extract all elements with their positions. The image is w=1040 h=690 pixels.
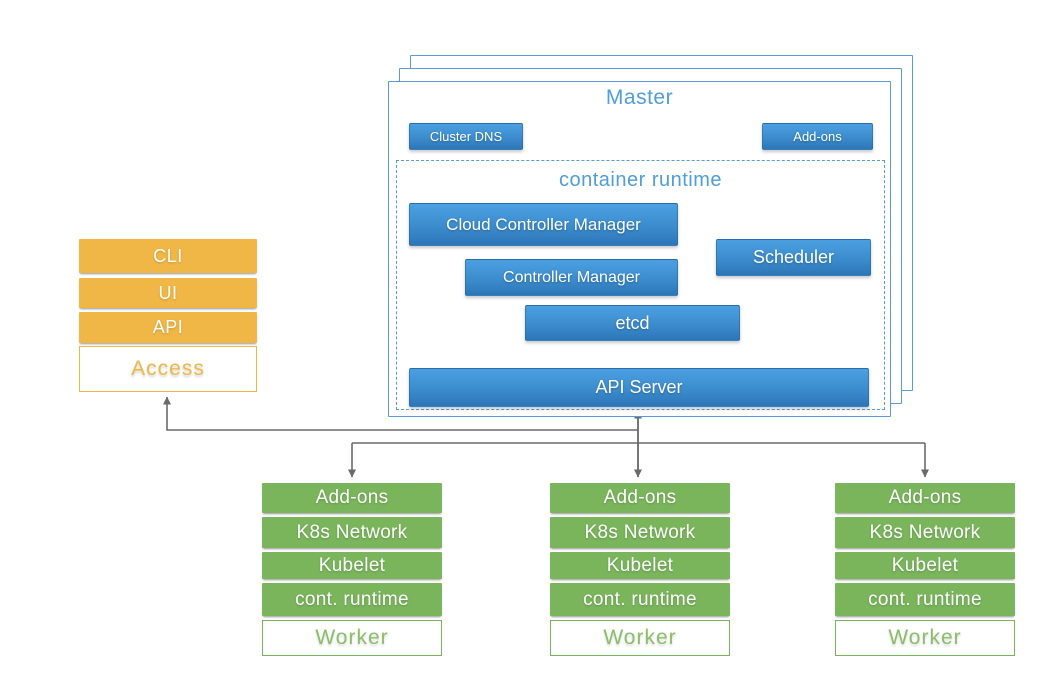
master-addons-box: Add-ons — [762, 123, 873, 150]
worker1-label: Worker — [315, 626, 389, 649]
ui-label: UI — [158, 282, 178, 303]
scheduler-box: Scheduler — [716, 239, 871, 276]
ui-box: UI — [79, 278, 257, 308]
master-addons-label: Add-ons — [793, 129, 842, 144]
worker3-kubelet-label: Kubelet — [891, 554, 959, 576]
worker1-row-cont-runtime: cont. runtime — [262, 583, 442, 616]
access-label: Access — [131, 357, 205, 380]
api-server-label: API Server — [595, 377, 683, 397]
worker2-kubelet-label: Kubelet — [606, 554, 674, 576]
cloud-controller-manager-label: Cloud Controller Manager — [446, 214, 641, 234]
worker3-row-kubelet: Kubelet — [835, 552, 1015, 579]
etcd-box: etcd — [525, 305, 740, 341]
worker2-cont-runtime-label: cont. runtime — [583, 588, 697, 610]
cli-label: CLI — [153, 245, 183, 266]
worker1-row-k8s-network: K8s Network — [262, 517, 442, 548]
worker2-row-k8s-network: K8s Network — [550, 517, 730, 548]
worker2-row-addons: Add-ons — [550, 483, 730, 513]
worker3-addons-label: Add-ons — [888, 487, 962, 508]
worker2-label-box: Worker — [550, 620, 730, 656]
worker1-kubelet-label: Kubelet — [318, 554, 386, 576]
cli-box: CLI — [79, 239, 257, 273]
worker2-label: Worker — [603, 626, 677, 649]
master-title: Master — [605, 86, 674, 109]
worker1-cont-runtime-label: cont. runtime — [295, 588, 409, 610]
api-label: API — [152, 317, 184, 337]
worker1-row-kubelet: Kubelet — [262, 552, 442, 579]
worker3-row-k8s-network: K8s Network — [835, 517, 1015, 548]
api-box: API — [79, 312, 257, 343]
cluster-dns-box: Cluster DNS — [409, 123, 523, 150]
worker2-row-cont-runtime: cont. runtime — [550, 583, 730, 616]
worker2-k8s-network-label: K8s Network — [584, 521, 696, 543]
scheduler-label: Scheduler — [752, 247, 835, 267]
worker2-row-kubelet: Kubelet — [550, 552, 730, 579]
controller-manager-label: Controller Manager — [503, 268, 640, 286]
worker2-addons-label: Add-ons — [603, 487, 677, 508]
worker3-cont-runtime-label: cont. runtime — [868, 588, 982, 610]
worker1-addons-label: Add-ons — [315, 487, 389, 508]
worker1-label-box: Worker — [262, 620, 442, 656]
api-server-box: API Server — [409, 368, 869, 407]
worker1-row-addons: Add-ons — [262, 483, 442, 513]
connector-api-server-access — [163, 396, 638, 431]
controller-manager-box: Controller Manager — [465, 259, 678, 296]
worker3-label: Worker — [888, 626, 962, 649]
worker3-row-cont-runtime: cont. runtime — [835, 583, 1015, 616]
cloud-controller-manager-box: Cloud Controller Manager — [409, 203, 678, 246]
etcd-label: etcd — [615, 312, 650, 333]
cluster-dns-label: Cluster DNS — [429, 129, 503, 144]
worker3-k8s-network-label: K8s Network — [869, 521, 981, 543]
worker3-row-addons: Add-ons — [835, 483, 1015, 513]
worker1-k8s-network-label: K8s Network — [296, 521, 408, 543]
worker3-label-box: Worker — [835, 620, 1015, 656]
container-runtime-box — [396, 160, 885, 410]
container-runtime-title: container runtime — [558, 169, 723, 191]
access-box: Access — [79, 346, 257, 392]
